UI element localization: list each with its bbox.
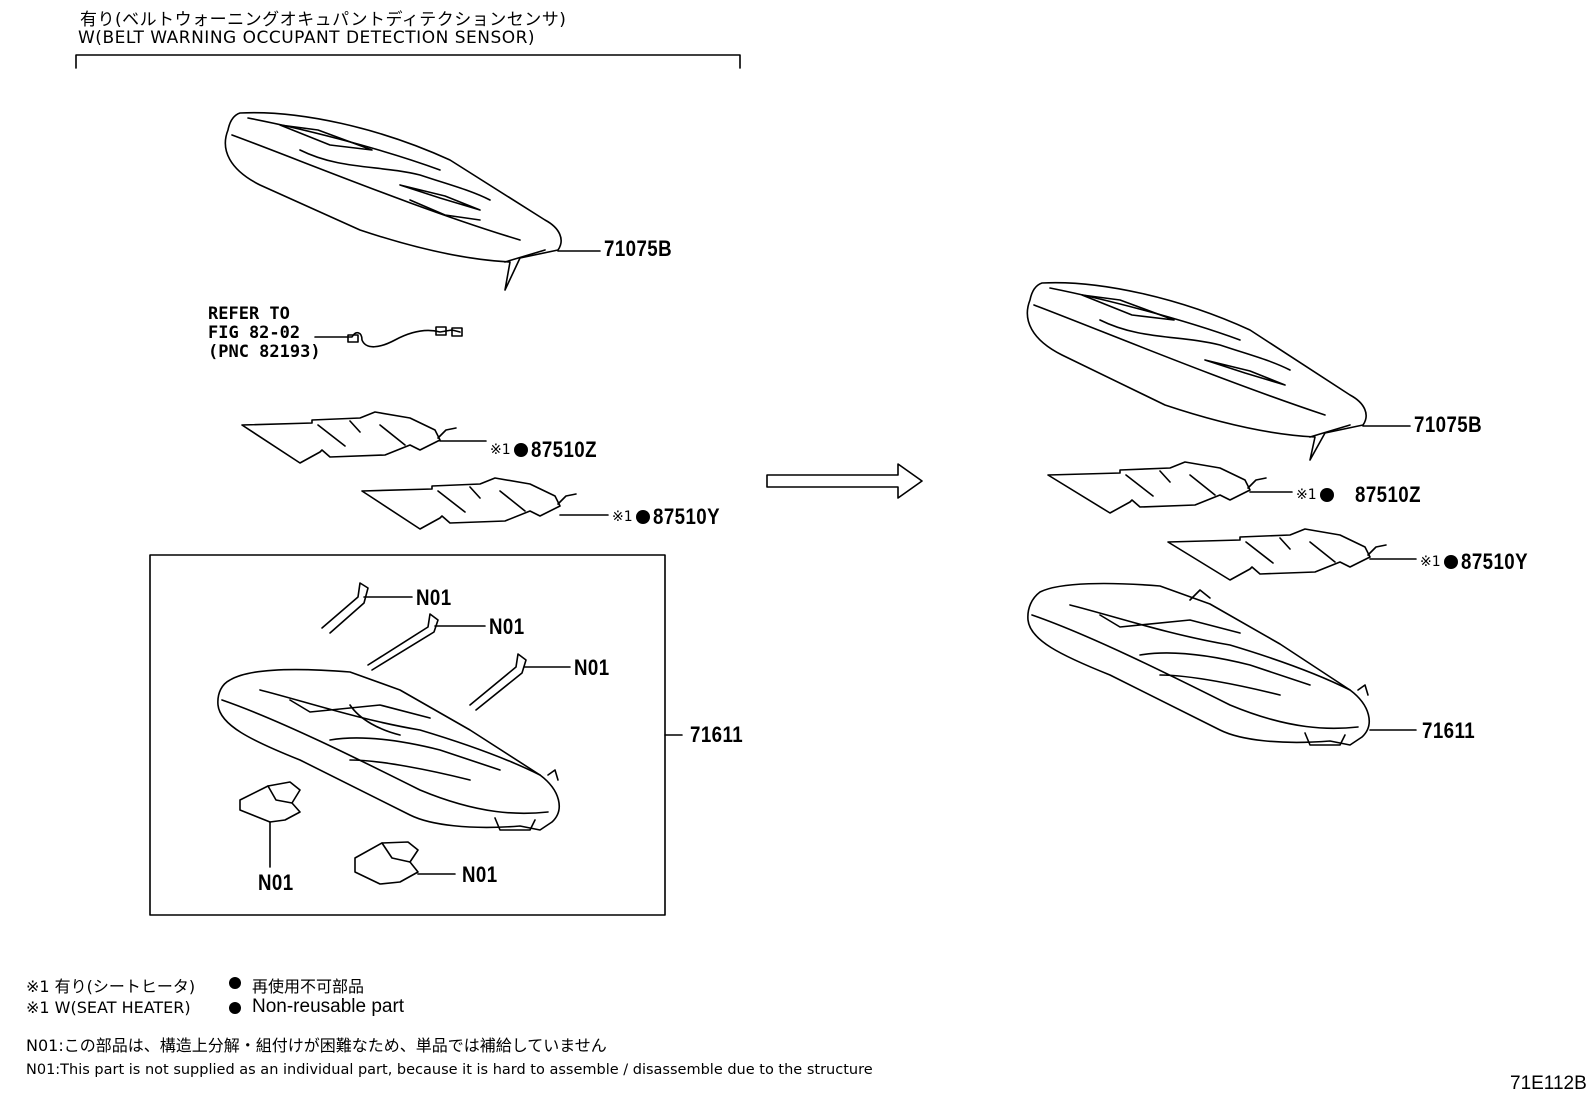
non-reusable-dot-icon — [1319, 488, 1334, 502]
seat-heater-mark: ※1 — [1420, 554, 1441, 570]
left-seat-pad — [217, 668, 560, 831]
refer-line-1: REFER TO — [208, 304, 290, 324]
left-wire-harness — [314, 326, 463, 348]
legend-mark-en: ※1 W(SEAT HEATER) — [26, 998, 191, 1017]
label-n01-4: N01 — [258, 870, 294, 895]
label-left-cover: 71075B — [604, 236, 673, 261]
label-right-heater-z: 87510Z — [1354, 482, 1421, 507]
figure-code: 71E112B — [1510, 1073, 1587, 1094]
right-heater-y — [1167, 528, 1387, 581]
left-heater-z — [241, 411, 457, 464]
header-bracket — [75, 54, 741, 69]
non-reusable-dot-icon — [1443, 555, 1458, 569]
legend-note-en: Non-reusable part — [252, 996, 405, 1017]
right-seat-pad — [1027, 582, 1370, 746]
left-seat-cover — [224, 111, 562, 291]
label-n01-2: N01 — [489, 614, 525, 639]
callout-right-heater-z: ※1 87510Z — [1296, 482, 1432, 508]
callout-left-heater-z: ※1 87510Z — [490, 437, 608, 463]
n01-note-en: N01:This part is not supplied as an indi… — [26, 1062, 873, 1078]
label-n01-1: N01 — [416, 585, 452, 610]
left-side-cover-2 — [354, 841, 419, 885]
left-heater-y — [361, 477, 577, 530]
non-reusable-dot-icon — [635, 510, 650, 524]
label-left-heater-z: 87510Z — [530, 437, 597, 462]
label-left-pad: 71611 — [690, 722, 744, 747]
label-right-cover: 71075B — [1414, 412, 1483, 437]
label-left-heater-y: 87510Y — [652, 504, 720, 529]
callout-left-heater-y: ※1 87510Y — [612, 504, 732, 530]
n01-note-jp: N01:この部品は、構造上分解・組付けが困難なため、単品では補給していません — [26, 1036, 607, 1055]
label-right-pad: 71611 — [1422, 718, 1476, 743]
refer-line-3: (PNC 82193) — [208, 342, 321, 362]
label-n01-5: N01 — [462, 862, 498, 887]
seat-heater-mark: ※1 — [1296, 487, 1317, 503]
seat-heater-mark: ※1 — [490, 442, 511, 458]
header-en: W(BELT WARNING OCCUPANT DETECTION SENSOR… — [78, 28, 536, 48]
legend-dot-2 — [229, 1002, 241, 1014]
legend-note-jp: 再使用不可部品 — [252, 977, 365, 996]
right-heater-z — [1047, 461, 1267, 514]
label-n01-3: N01 — [574, 655, 610, 680]
left-n01-wires — [321, 582, 527, 711]
legend-mark-jp: ※1 有り(シートヒータ) — [26, 977, 196, 996]
seat-heater-mark: ※1 — [612, 509, 633, 525]
label-right-heater-y: 87510Y — [1460, 549, 1528, 574]
non-reusable-dot-icon — [513, 443, 528, 457]
right-seat-cover — [1026, 281, 1367, 461]
header-jp: 有り(ベルトウォーニングオキュパントディテクションセンサ) — [80, 10, 567, 30]
callout-right-heater-y: ※1 87510Y — [1420, 549, 1540, 575]
refer-line-2: FIG 82-02 — [208, 323, 301, 343]
transition-arrow — [766, 463, 923, 499]
left-side-cover-1 — [239, 781, 301, 823]
legend-dot-1 — [229, 977, 241, 989]
